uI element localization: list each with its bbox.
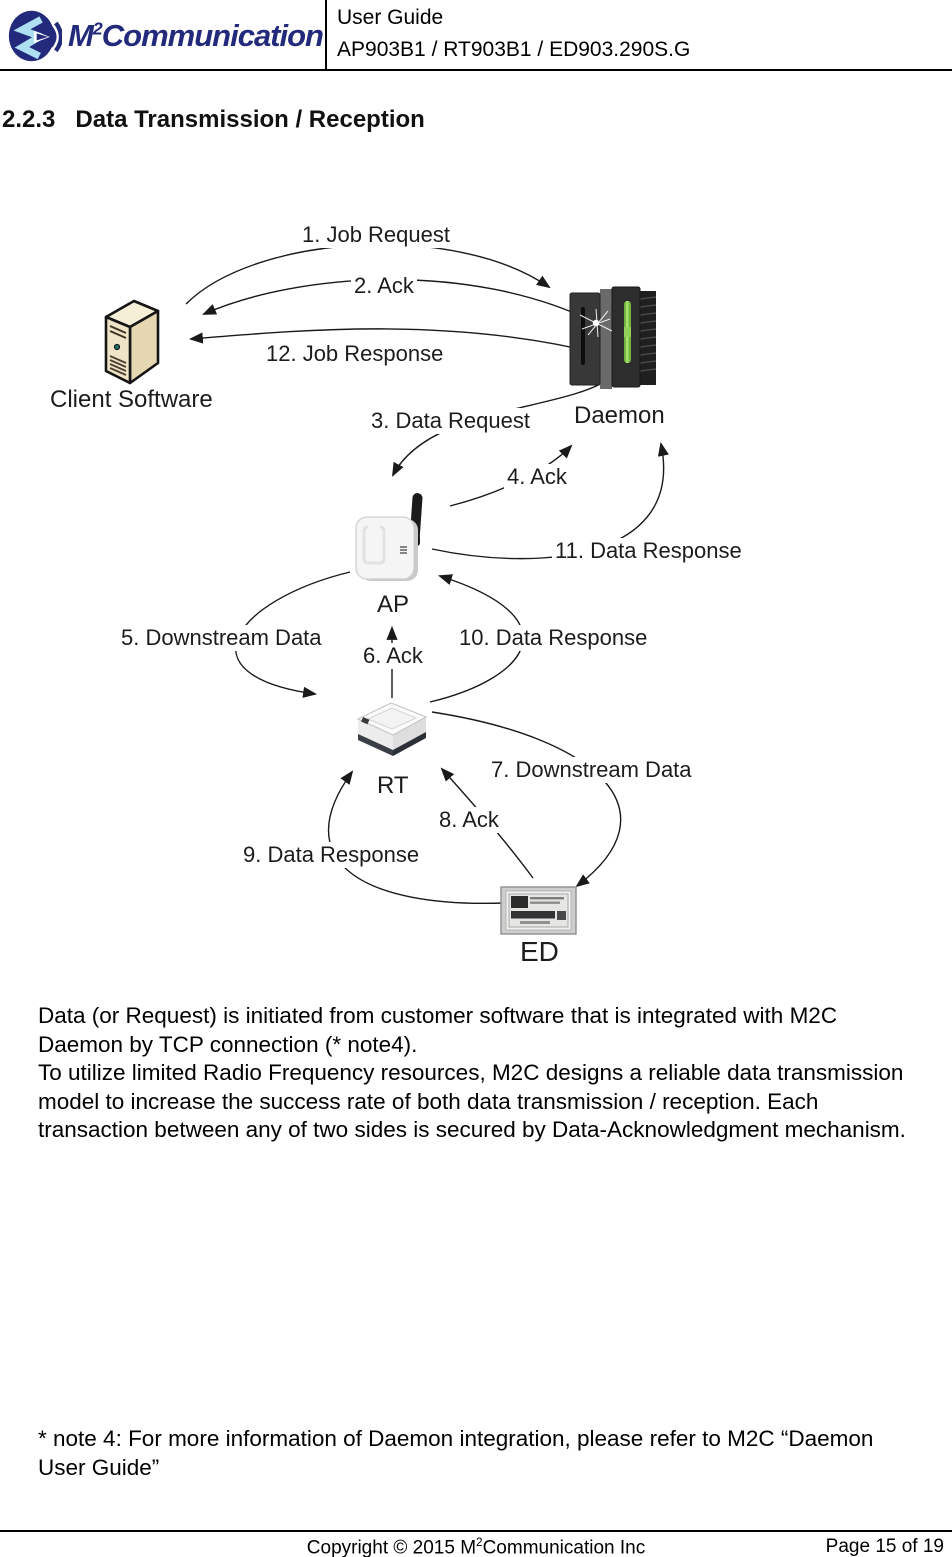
footer-copyright: Copyright © 2015 M2Communication Inc bbox=[0, 1536, 952, 1557]
node-label-rt: RT bbox=[375, 772, 411, 800]
arrow-downstream-7 bbox=[431, 711, 622, 888]
node-label-daemon: Daemon bbox=[572, 402, 667, 430]
logo-m: M bbox=[67, 18, 94, 53]
header-rule bbox=[0, 69, 952, 71]
flow-label-7: 7. Downstream Data bbox=[488, 757, 695, 783]
rt-device-icon bbox=[356, 702, 428, 756]
ap-device-icon bbox=[355, 493, 423, 581]
footer-page-number: Page 15 of 19 bbox=[825, 1536, 944, 1557]
flow-label-4: 4. Ack bbox=[504, 464, 570, 490]
flow-label-1: 1. Job Request bbox=[299, 222, 453, 248]
header-divider bbox=[325, 0, 327, 69]
footnote: * note 4: For more information of Daemon… bbox=[38, 1426, 874, 1480]
logo-rest: Communication bbox=[101, 18, 324, 53]
node-label-ap: AP bbox=[375, 591, 412, 619]
node-label-ed: ED bbox=[518, 936, 561, 968]
footer-rule bbox=[0, 1530, 952, 1532]
flow-label-3: 3. Data Request bbox=[368, 408, 533, 434]
company-logo-icon bbox=[8, 10, 62, 62]
section-number: 2.2.3 bbox=[2, 106, 56, 133]
company-logo-text: M2Communication bbox=[67, 18, 324, 54]
copyright-prefix: Copyright © 2015 M bbox=[306, 1537, 477, 1557]
flow-label-9: 9. Data Response bbox=[240, 842, 423, 868]
flow-label-2: 2. Ack bbox=[351, 273, 417, 299]
daemon-server-icon bbox=[569, 286, 657, 389]
section-heading: 2.2.3 Data Transmission / Reception bbox=[2, 106, 425, 134]
node-label-client: Client Software bbox=[48, 386, 215, 414]
body-paragraph-1: Data (or Request) is initiated from cust… bbox=[38, 1003, 838, 1057]
flow-label-5: 5. Downstream Data bbox=[118, 625, 325, 651]
flow-label-10: 10. Data Response bbox=[456, 625, 651, 651]
flow-label-8: 8. Ack bbox=[436, 807, 502, 833]
document-type: User Guide bbox=[337, 6, 444, 29]
copyright-suffix: Communication Inc bbox=[482, 1537, 646, 1557]
section-title: Data Transmission / Reception bbox=[75, 106, 425, 133]
body-paragraph-2: To utilize limited Radio Frequency resou… bbox=[38, 1060, 906, 1142]
flow-label-6: 6. Ack bbox=[360, 643, 426, 669]
company-logo: M2Communication bbox=[8, 5, 324, 67]
client-computer-icon bbox=[104, 299, 160, 385]
logo-sup: 2 bbox=[92, 18, 103, 39]
flow-label-12: 12. Job Response bbox=[263, 341, 447, 367]
ed-label-icon bbox=[500, 886, 577, 935]
flow-label-11: 11. Data Response bbox=[552, 538, 745, 564]
copyright-sup: 2 bbox=[476, 1536, 483, 1549]
arrow-data-response-9 bbox=[327, 770, 506, 905]
document-models: AP903B1 / RT903B1 / ED903.290S.G bbox=[337, 38, 691, 61]
